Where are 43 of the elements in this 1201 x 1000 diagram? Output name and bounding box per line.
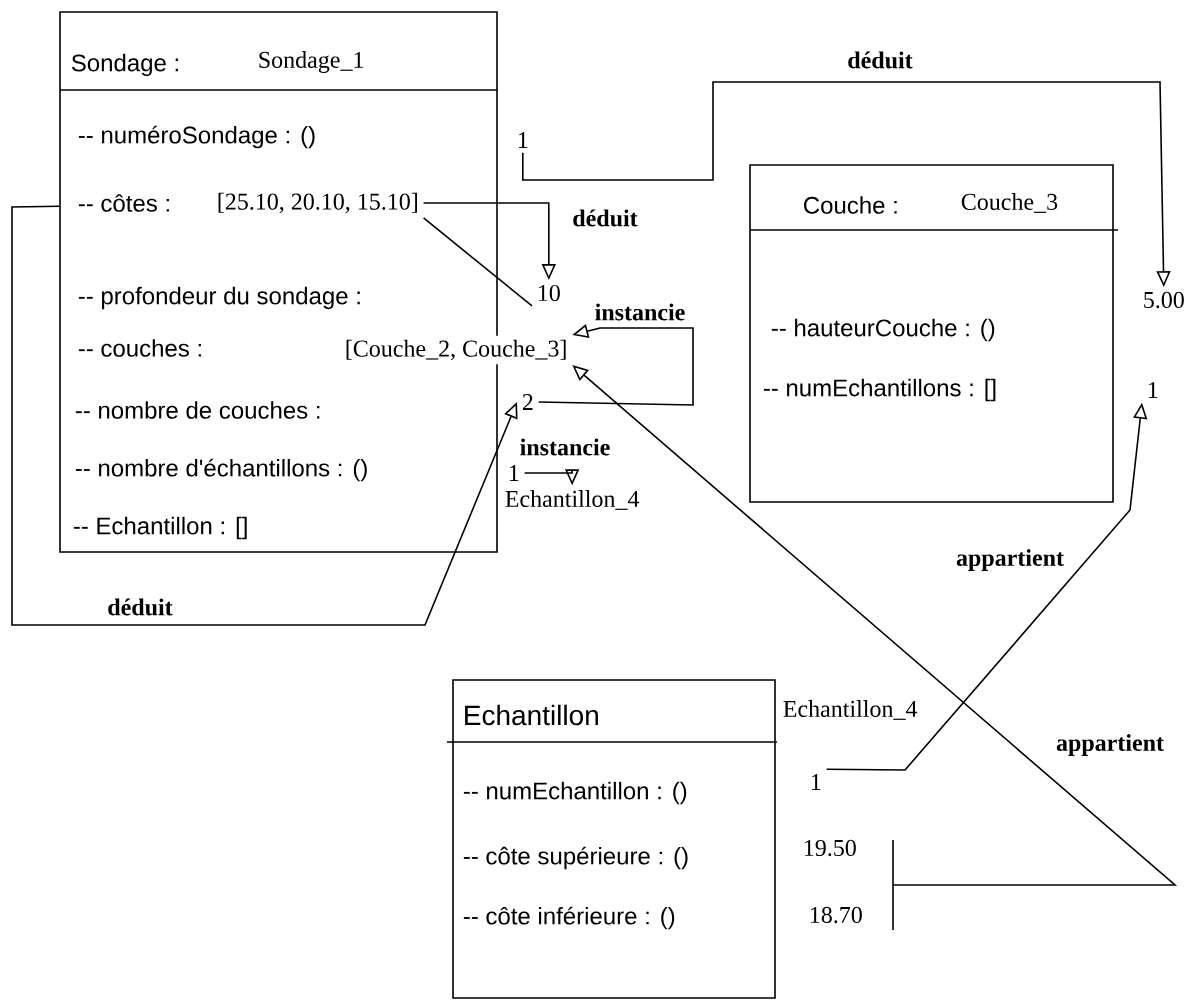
attribute-text: -- couches : [78,339,201,357]
value-text: Echantillon_4 [500,486,644,514]
attribute-text: -- profondeur du sondage : [78,286,360,310]
value-text: 5.00 [1138,287,1189,313]
value-text: 1 [805,770,826,794]
value-text: 2 [517,390,538,414]
edge-label: déduit [570,207,640,229]
value-text: 10 [532,280,565,306]
class-box [749,164,1119,503]
value-text: 1 [503,461,524,485]
value-text: 1 [512,128,533,152]
edge-label: déduit [105,596,175,618]
connector [422,217,533,307]
edge-label: instancie [592,301,688,323]
class-name: Couche : [804,196,897,214]
edge-label: déduit [845,49,915,71]
attribute-text: -- numEchantillon : () [463,781,687,805]
connector [11,205,518,626]
attribute-text: -- numEchantillons : [] [763,378,996,402]
edge-label: appartient [1054,732,1166,758]
value-text: Echantillon_4 [783,700,918,720]
edge-label: appartient [954,547,1066,573]
attribute-text: -- côtes : [78,194,169,212]
instance-name: Couche_3 [961,193,1058,213]
value-text: 1 [1142,378,1163,402]
value-text: 19.50 [804,839,856,857]
attribute-text: -- côte inférieure : () [463,906,675,930]
class-name: Echantillon [465,704,598,726]
attribute-text: -- numéroSondage : () [78,125,315,149]
edge-label: instancie [517,436,613,458]
instance-name: Sondage_1 [259,51,364,73]
value-text: 18.70 [810,906,862,924]
attribute-text: -- nombre de couches : [75,401,320,419]
attribute-text: -- côte supérieure : () [463,846,688,870]
value-text: [25.10, 20.10, 15.10] [212,188,423,218]
value-text: [Couche_2, Couche_3] [340,335,572,365]
attribute-text: -- nombre d'échantillons : () [75,458,367,482]
connector [572,365,1178,886]
connector [537,324,694,406]
attribute-text: -- hauteurCouche : () [771,318,995,342]
class-name: Sondage : [71,53,178,77]
attribute-text: -- Echantillon : [] [73,516,247,540]
class-box [446,679,918,999]
